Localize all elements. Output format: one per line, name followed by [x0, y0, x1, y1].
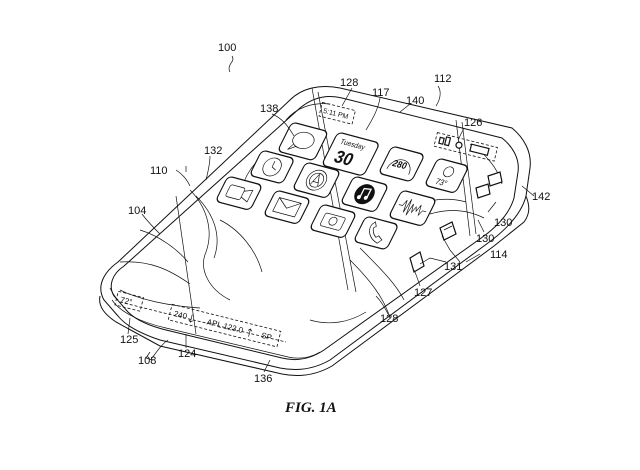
music-app-icon[interactable] — [340, 176, 388, 212]
side-button-lower[interactable] — [439, 221, 457, 241]
ref-131: 131 — [444, 261, 462, 273]
ref-114: 114 — [490, 249, 508, 261]
weather-temp: 73° — [434, 177, 449, 189]
ref-130-left: 130 — [476, 233, 494, 245]
weather-app-icon[interactable]: 73° — [424, 158, 468, 193]
gauge-app-icon[interactable]: 280 — [378, 146, 424, 182]
mail-app-icon[interactable] — [263, 190, 310, 224]
calendar-app-icon[interactable]: Tuesday 30 — [322, 132, 380, 176]
edge-temp: 72° — [119, 295, 133, 307]
ref-126: 126 — [464, 117, 482, 129]
messages-app-icon[interactable] — [277, 122, 328, 161]
status-icons — [433, 132, 499, 162]
status-time: 5:11 PM — [322, 108, 349, 121]
ref-124: 124 — [178, 348, 196, 360]
side-buttons — [409, 171, 503, 273]
edge-temp-box — [114, 290, 145, 312]
maps-app-icon[interactable] — [292, 162, 340, 198]
ref-125: 125 — [120, 334, 138, 346]
app-grid: Tuesday 30 280 73° — [215, 122, 468, 250]
status-time-box — [318, 101, 356, 125]
voice-memo-app-icon[interactable] — [388, 190, 436, 226]
camera-app-icon[interactable] — [309, 204, 356, 238]
gauge-value: 280 — [391, 158, 409, 171]
ticker-right: SP — [260, 331, 273, 342]
ref-110: 110 — [150, 165, 168, 177]
ref-100: 100 — [218, 42, 236, 54]
ref-142: 142 — [532, 191, 550, 203]
ref-117: 117 — [372, 87, 390, 99]
edge-display-band — [109, 287, 321, 359]
device-right-edge — [493, 195, 530, 247]
device-outer-edge — [100, 86, 531, 371]
ref-108: 108 — [138, 355, 156, 367]
section-line-132 — [175, 195, 197, 335]
calendar-date: 30 — [331, 146, 358, 170]
ref-140: 140 — [406, 95, 424, 107]
ref-136: 136 — [254, 373, 272, 385]
side-button-top[interactable] — [487, 171, 503, 187]
video-app-icon[interactable] — [215, 176, 262, 210]
section-line-128-mid — [317, 91, 357, 293]
ref-127: 127 — [414, 287, 432, 299]
ref-138: 138 — [260, 103, 278, 115]
phone-app-icon[interactable] — [353, 216, 398, 250]
ticker-symbol: APL 123.0 — [206, 317, 245, 335]
section-line-126b — [461, 121, 477, 235]
leader-lines — [127, 55, 535, 373]
ref-112: 112 — [434, 73, 452, 85]
display-border — [110, 95, 519, 361]
figure-caption: FIG. 1A — [284, 400, 337, 416]
ref-104: 104 — [128, 205, 146, 217]
side-button-bottom[interactable] — [409, 251, 425, 273]
ref-128-top: 128 — [340, 77, 358, 89]
device-bottom-edge — [99, 245, 495, 377]
side-button-mid[interactable] — [475, 183, 491, 199]
ref-130-right: 130 — [494, 217, 512, 229]
clock-app-icon[interactable] — [249, 150, 294, 184]
ref-132: 132 — [204, 145, 222, 157]
ref-128-bottom: 128 — [380, 313, 398, 325]
ticker-left: 240 — [173, 309, 189, 321]
